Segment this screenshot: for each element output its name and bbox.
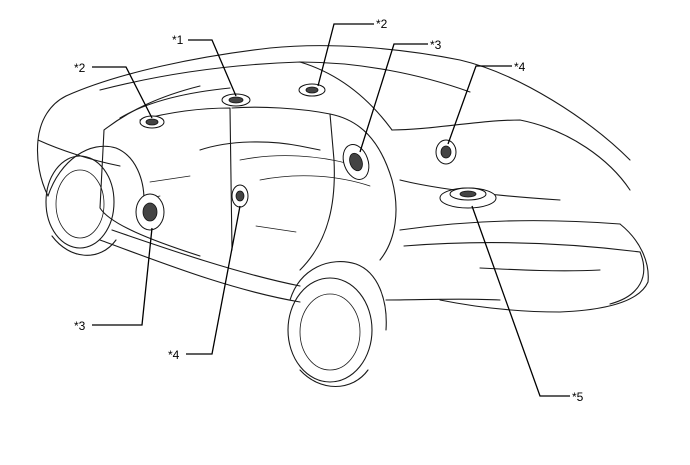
callout-3-left: *3 (74, 319, 86, 333)
speaker-front-tweeter-left (139, 115, 165, 129)
speaker-center (221, 93, 251, 107)
car-body (36, 45, 649, 388)
leader-lines (92, 23, 570, 397)
leader-2a (92, 66, 153, 119)
speaker-front-tweeter-right (298, 83, 326, 97)
callout-2-right: *2 (376, 17, 388, 31)
leader-2b (317, 23, 374, 87)
speaker-front-door-right (342, 144, 370, 180)
leader-1 (188, 39, 237, 97)
callout-5: *5 (572, 390, 584, 404)
leader-4b (186, 205, 241, 355)
speaker-front-door-left (135, 193, 165, 231)
speaker-rear-door-left (231, 184, 249, 208)
callout-4-left: *4 (168, 348, 180, 362)
callout-1: *1 (172, 33, 184, 47)
leader-3b (92, 227, 153, 326)
speaker-subwoofer (439, 187, 497, 209)
callout-4-right: *4 (514, 60, 526, 74)
callout-3-right: *3 (430, 38, 442, 52)
speaker-rear-door-right (435, 139, 457, 165)
leader-5 (471, 205, 570, 397)
leader-4a (447, 65, 512, 145)
leader-3a (359, 43, 428, 153)
callout-2-left: *2 (74, 61, 86, 75)
